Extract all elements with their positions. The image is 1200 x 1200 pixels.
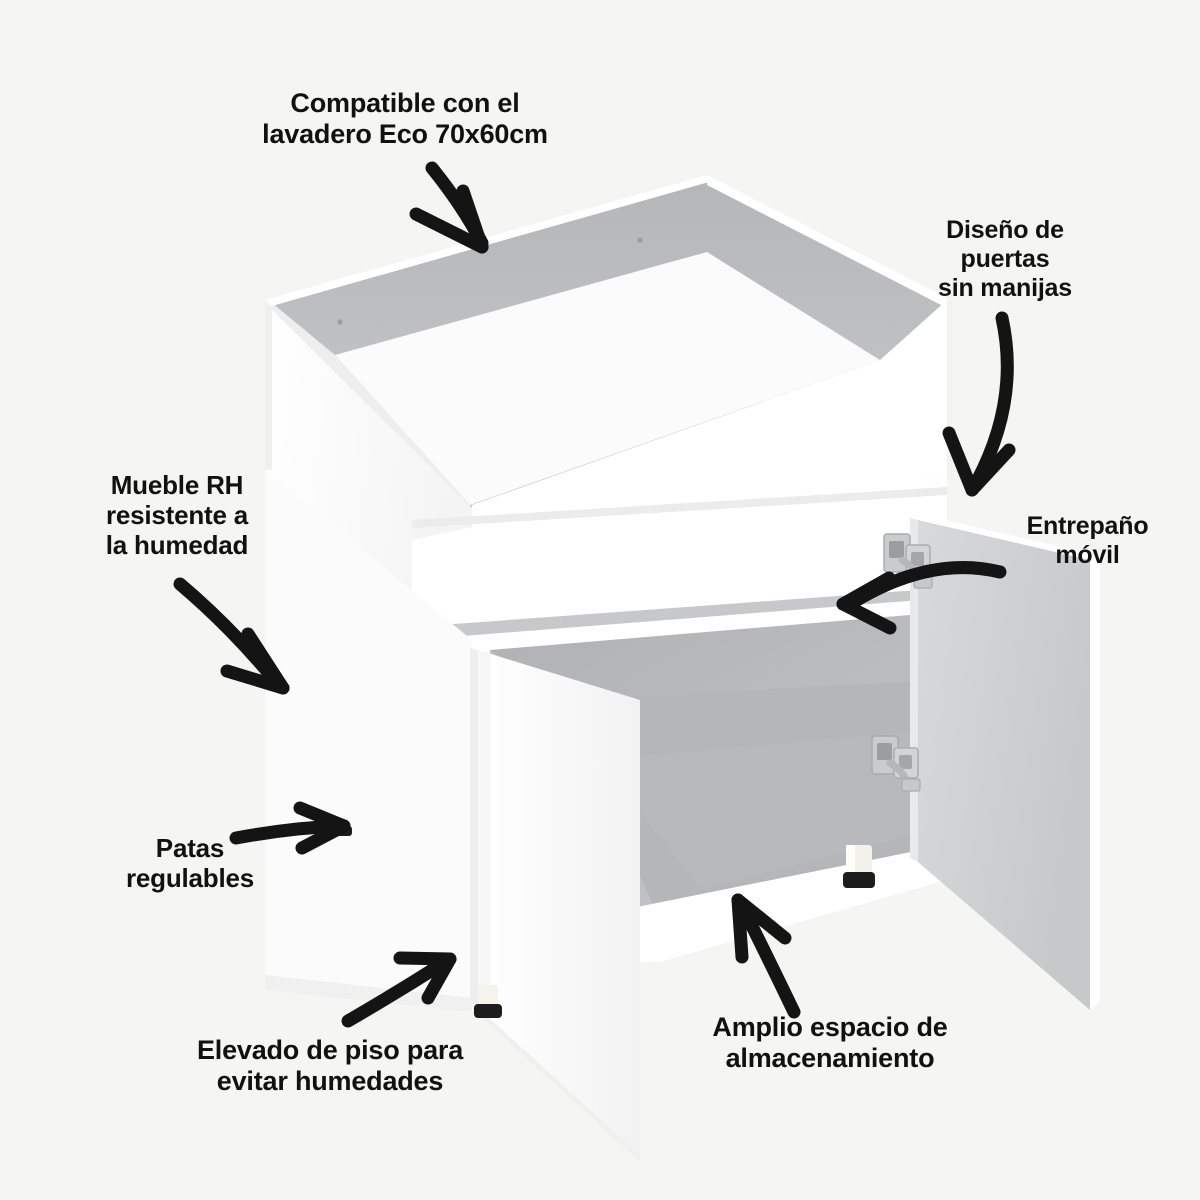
label-amplio-espacio: Amplio espacio de almacenamiento: [712, 1012, 948, 1074]
cabinet-hinge-bottom: [871, 735, 921, 792]
label-entrepano-movil: Entrepaño móvil: [1026, 512, 1149, 569]
adjustable-leg-front-left: [474, 985, 502, 1018]
label-mueble-rh: Mueble RH resistente a la humedad: [105, 470, 249, 561]
arrow-mueble: [173, 577, 290, 695]
label-elevado-piso: Elevado de piso para evitar humedades: [196, 1035, 464, 1097]
arrow-amplio: [731, 893, 801, 1019]
arrow-puertas: [942, 311, 1016, 497]
adjustable-leg-right: [843, 845, 875, 888]
dowel-hole-left: [337, 319, 343, 325]
label-diseno-puertas: Diseño de puertas sin manijas: [938, 216, 1072, 302]
arrow-entrepano: [836, 561, 1007, 635]
label-compatible-lavadero: Compatible con el lavadero Eco 70x60cm: [262, 88, 548, 150]
front-left-door: [470, 648, 640, 1162]
arrow-patas: [229, 801, 351, 855]
label-patas-regulables: Patas regulables: [125, 833, 255, 894]
dowel-hole-back: [637, 237, 643, 243]
right-open-door: [910, 516, 1100, 1010]
arrow-elevado: [341, 951, 457, 1028]
arrow-lavadero: [409, 161, 489, 254]
